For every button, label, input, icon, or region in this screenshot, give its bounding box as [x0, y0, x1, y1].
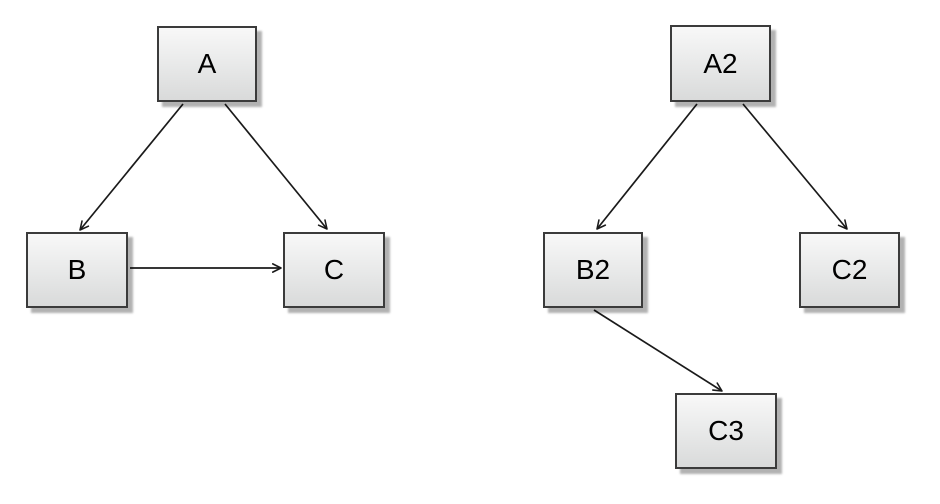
node-C2: C2	[799, 232, 900, 308]
edge-B2-to-C3	[593, 309, 723, 392]
node-C: C	[283, 232, 385, 308]
node-label-C: C	[323, 254, 345, 285]
edge-A-to-B	[79, 103, 184, 231]
node-label-B: B	[67, 254, 87, 285]
edge-A-to-C	[224, 103, 328, 230]
node-B: B	[26, 232, 128, 308]
node-label-C2: C2	[831, 254, 868, 285]
node-label-A: A	[197, 48, 217, 79]
edge-A2-to-B2	[596, 103, 698, 230]
node-C3: C3	[675, 393, 777, 469]
node-B2: B2	[543, 232, 643, 308]
node-A2: A2	[670, 25, 771, 102]
node-label-C3: C3	[708, 415, 744, 446]
node-label-A2: A2	[703, 47, 738, 79]
edge-A2-to-C2	[742, 103, 848, 230]
node-label-B2: B2	[575, 254, 611, 285]
node-A: A	[157, 26, 257, 102]
